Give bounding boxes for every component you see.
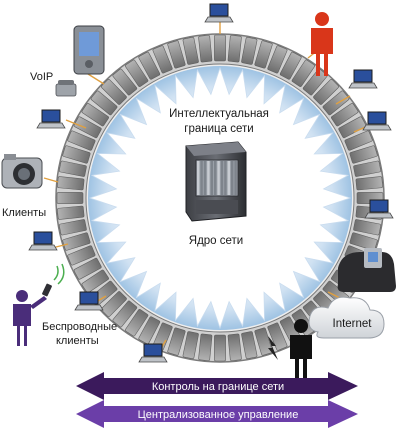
wireless-label-line-2: клиенты	[56, 335, 99, 347]
ring-segment	[182, 331, 199, 359]
chassis-slot	[203, 161, 207, 195]
ring-segment	[59, 219, 87, 236]
ring-segment	[101, 291, 127, 317]
laptop-group	[28, 3, 394, 363]
ring-segment	[267, 45, 288, 74]
chassis-slot	[214, 161, 217, 195]
ring-segment	[214, 34, 226, 62]
ring-segment	[73, 116, 102, 139]
ring-segment	[81, 269, 109, 293]
laptop-icon	[204, 3, 234, 23]
ring-segment	[73, 257, 102, 280]
wireless-label-line-1: Беспроводные	[42, 321, 117, 333]
cloud-icon	[308, 296, 385, 339]
ring-segment	[152, 45, 173, 74]
chassis-slot	[220, 161, 224, 195]
ring-segment	[349, 145, 378, 164]
wireless-handset-icon	[42, 263, 65, 297]
desk-phone-icon	[337, 248, 396, 292]
laptop-icon	[28, 231, 58, 251]
ring-segment	[344, 130, 373, 151]
ring-segment	[57, 176, 85, 191]
laptop-icon	[362, 111, 392, 131]
ring-segment	[349, 232, 378, 251]
ring-segment	[313, 79, 339, 105]
phone-icon	[55, 80, 77, 97]
ring-segment	[353, 219, 381, 236]
ring-segment	[138, 316, 161, 345]
central-management-label: Централизованное управление	[138, 409, 299, 421]
chassis-slot	[234, 161, 237, 195]
ring-segment	[112, 300, 138, 328]
chassis-slot	[217, 161, 220, 195]
chassis-slot	[210, 161, 213, 195]
server-chassis-icon	[185, 141, 247, 222]
internet-label: Internet	[333, 318, 373, 330]
ring-segment	[112, 68, 138, 96]
edge-control-label: Контроль на границе сети	[152, 381, 284, 393]
ring-segment	[59, 160, 87, 177]
ring-segment	[198, 35, 213, 63]
ring-segment	[198, 333, 213, 361]
boundary-label-line-1: Интеллектуальная	[169, 108, 269, 120]
chassis-slot	[231, 161, 234, 195]
voip-label: VoIP	[30, 71, 53, 83]
ring-segment	[254, 327, 273, 356]
ring-segment	[267, 322, 288, 351]
ring-segment	[81, 103, 109, 127]
ring-segment	[322, 90, 350, 116]
ring-segment	[355, 176, 383, 191]
ring-segment	[167, 327, 186, 356]
central-management-arrow: Централизованное управление	[76, 400, 358, 428]
ring-segments	[56, 34, 384, 362]
ring-segment	[125, 309, 149, 337]
laptop-icon	[364, 199, 394, 219]
chassis-slot	[224, 161, 227, 195]
laptop-icon	[36, 109, 66, 129]
laptop-icon	[348, 69, 378, 89]
ring-segment	[241, 331, 258, 359]
ring-segment	[57, 205, 85, 220]
ring-segment	[125, 59, 149, 87]
core-label: Ядро сети	[189, 235, 243, 247]
laptop-icon	[138, 343, 168, 363]
ring-segment	[227, 333, 242, 361]
ring-segment	[101, 79, 127, 105]
chassis-slot	[200, 161, 203, 195]
ring-segment	[227, 35, 242, 63]
ring-segment	[254, 40, 273, 69]
edge-control-arrow: Контроль на границе сети	[76, 372, 358, 400]
ring-segment	[182, 37, 199, 65]
pda-icon	[73, 25, 105, 75]
ring-segment	[67, 130, 96, 151]
person-icon	[311, 12, 333, 76]
boundary-label-line-2: граница сети	[184, 123, 253, 135]
camera-icon	[1, 154, 43, 189]
ring-segment	[291, 59, 315, 87]
person-black-icon	[290, 319, 312, 379]
ring-segment	[62, 145, 91, 164]
ring-segment	[167, 40, 186, 69]
chassis-slot	[227, 161, 230, 195]
wireless-signal-icon	[268, 336, 278, 360]
ring-segment	[67, 245, 96, 266]
ring-segment	[90, 90, 118, 116]
ring-segment	[56, 192, 84, 204]
ring-segment	[279, 51, 302, 80]
laptop-icon	[74, 291, 104, 311]
chassis-slot	[207, 161, 210, 195]
ring-segment	[241, 37, 258, 65]
ring-segment	[302, 68, 328, 96]
wireless-person-icon	[13, 290, 47, 346]
ring-segment	[331, 103, 359, 127]
ring-segment	[214, 334, 226, 362]
ring-segment	[138, 51, 161, 80]
chassis-slot	[197, 161, 200, 195]
clients-label: Клиенты	[2, 207, 46, 219]
ring-segment	[353, 160, 381, 177]
